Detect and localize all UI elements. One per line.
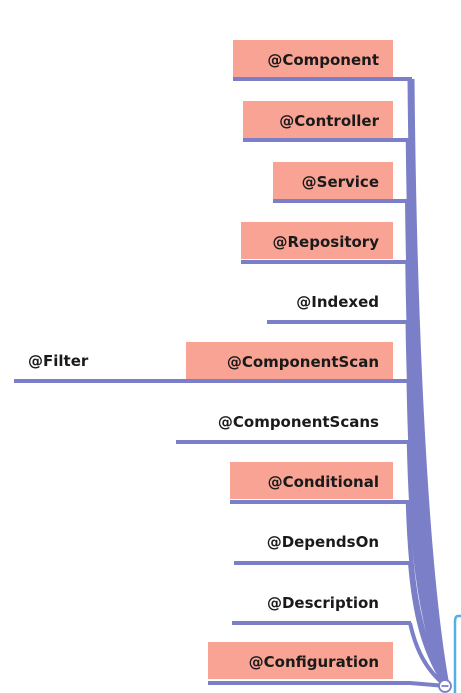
node-highlight bbox=[186, 342, 393, 379]
node-configuration[interactable]: @Configuration bbox=[208, 642, 411, 685]
node-componentscans[interactable]: @ComponentScans bbox=[176, 413, 410, 444]
node-dependson[interactable]: @DependsOn bbox=[234, 533, 411, 565]
connector-componentscans bbox=[406, 441, 449, 687]
node-indexed[interactable]: @Indexed bbox=[267, 293, 409, 324]
node-controller[interactable]: @Controller bbox=[243, 101, 410, 142]
node-label: @Indexed bbox=[296, 293, 379, 311]
node-conditional[interactable]: @Conditional bbox=[230, 462, 409, 504]
connector-dependson bbox=[408, 562, 448, 688]
node-label: @Repository bbox=[273, 233, 380, 251]
node-label: @Controller bbox=[279, 112, 379, 130]
node-description[interactable]: @Description bbox=[232, 594, 411, 625]
node-highlight bbox=[233, 40, 393, 77]
node-repository[interactable]: @Repository bbox=[241, 222, 409, 264]
node-filter[interactable]: @Filter bbox=[28, 352, 89, 370]
side-bracket bbox=[453, 614, 461, 693]
node-label: @Conditional bbox=[268, 473, 379, 491]
node-componentscan[interactable]: @ComponentScan bbox=[14, 342, 410, 383]
node-component[interactable]: @Component bbox=[233, 40, 412, 81]
node-highlight bbox=[208, 642, 393, 679]
node-label: @ComponentScan bbox=[227, 353, 379, 371]
node-label: @Filter bbox=[28, 352, 89, 370]
node-label: @Configuration bbox=[249, 653, 379, 671]
node-label: @DependsOn bbox=[267, 533, 379, 551]
node-label: @Description bbox=[267, 594, 379, 612]
node-highlight bbox=[273, 162, 393, 199]
node-highlight bbox=[230, 462, 393, 499]
collapse-minus-icon[interactable] bbox=[438, 679, 452, 693]
node-label: @Component bbox=[267, 51, 379, 69]
node-service[interactable]: @Service bbox=[273, 162, 409, 203]
node-highlight bbox=[241, 222, 393, 259]
node-label: @Service bbox=[302, 173, 379, 191]
node-highlight bbox=[243, 101, 393, 138]
node-label: @ComponentScans bbox=[218, 413, 379, 431]
